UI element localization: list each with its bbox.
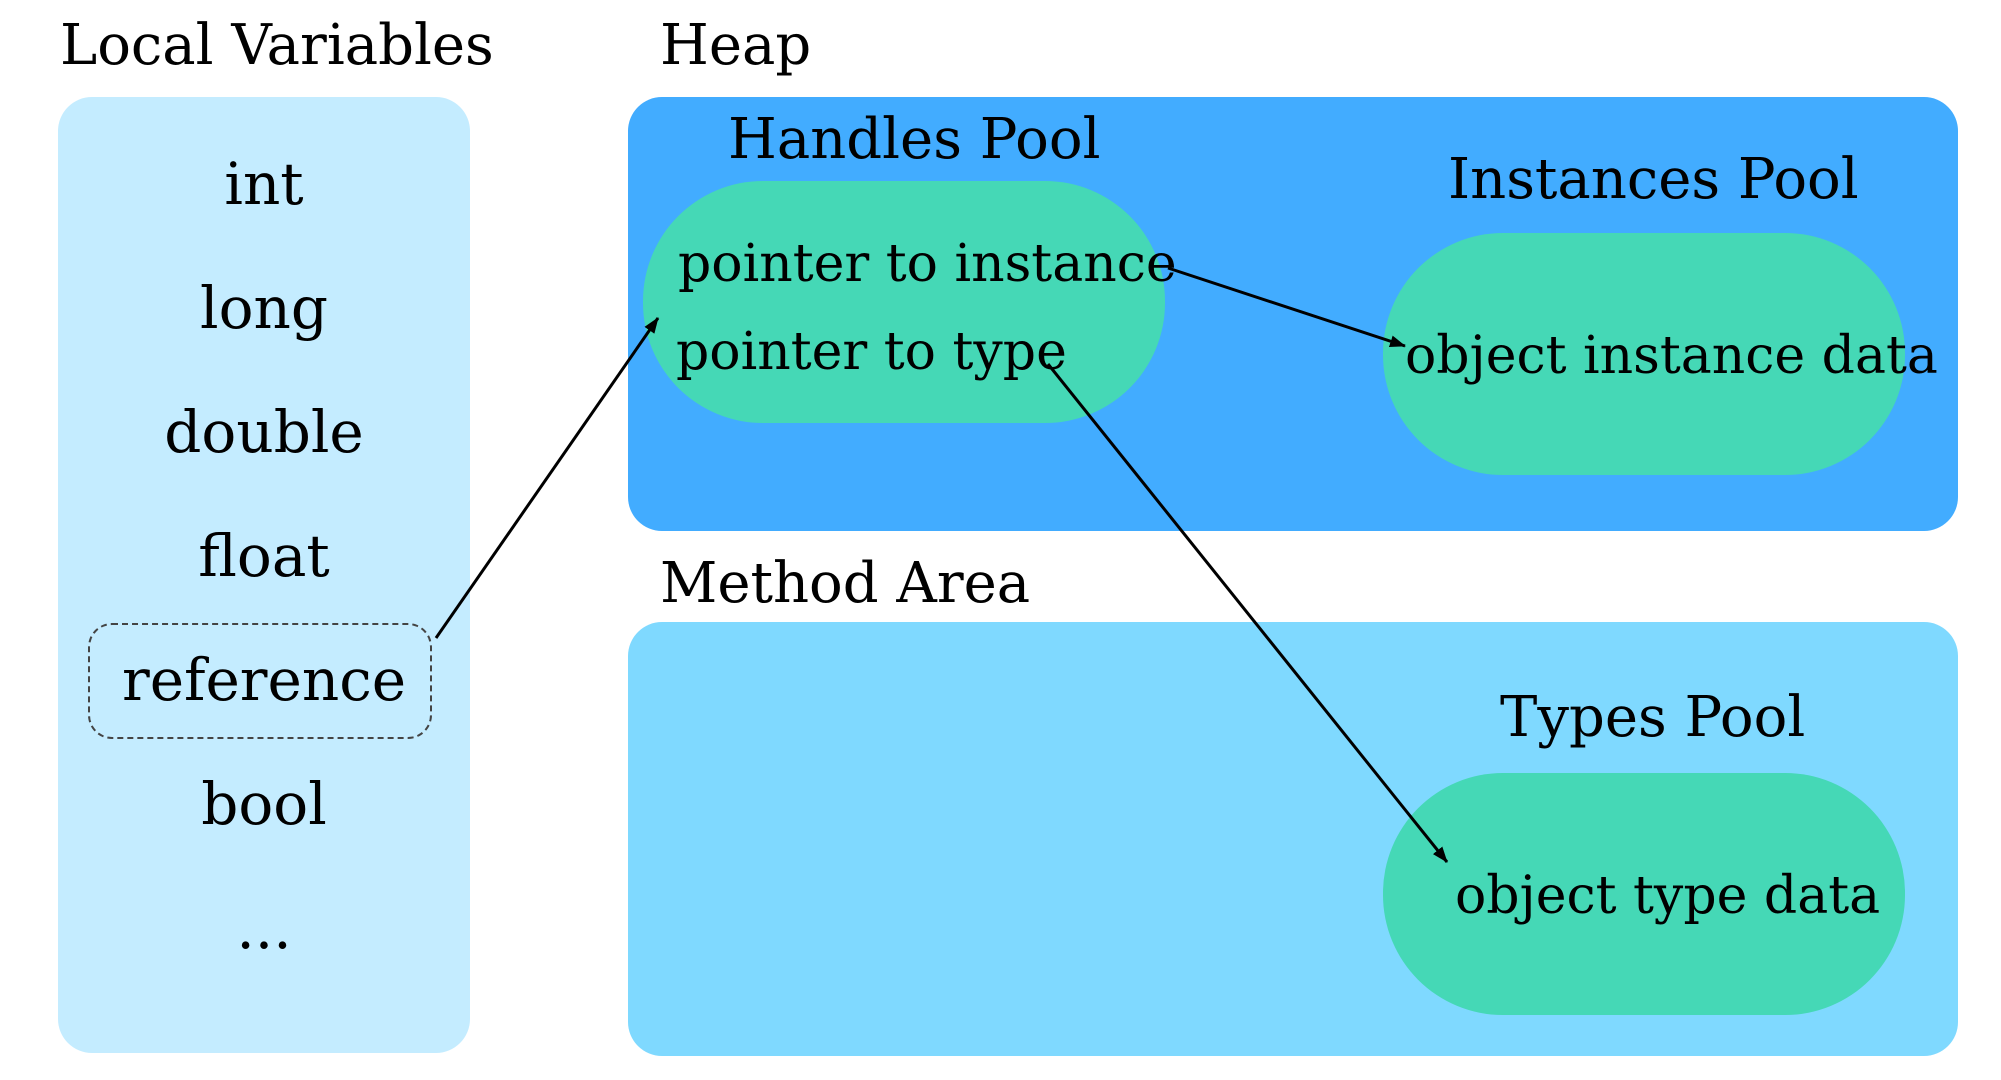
local-variables-panel (58, 97, 470, 1053)
arrow-handle-to-instance (1167, 266, 1406, 348)
handles-pool-title: Handles Pool (728, 107, 1101, 172)
instances-pool-title: Instances Pool (1448, 147, 1859, 212)
var-item-double: double (164, 398, 364, 466)
arrow-handle-to-type (1046, 363, 1449, 863)
object-instance-data: object instance data (1405, 326, 1938, 386)
types-pool-title: Types Pool (1500, 685, 1806, 750)
handle-pointer-to-type: pointer to type (676, 322, 1067, 382)
local-variables-title: Local Variables (60, 13, 494, 78)
method-area-title: Method Area (660, 551, 1031, 616)
handle-pointer-to-instance: pointer to instance (678, 234, 1177, 294)
var-item-int: int (224, 150, 304, 218)
handles-pool-pill (643, 181, 1165, 423)
reference-highlight-frame (88, 623, 432, 739)
local-variables-list: int long double float reference bool ... (58, 97, 470, 1053)
arrow-reference-to-handle (434, 317, 660, 639)
var-item-float: float (198, 522, 330, 590)
var-item-bool: bool (201, 770, 327, 838)
var-item-reference: reference (121, 646, 407, 714)
instances-pool-pill (1383, 233, 1905, 475)
object-type-data: object type data (1455, 866, 1881, 926)
var-item-ellipsis: ... (236, 894, 292, 962)
var-item-long: long (200, 274, 328, 342)
types-pool-pill (1383, 773, 1905, 1015)
heap-title: Heap (660, 13, 812, 78)
